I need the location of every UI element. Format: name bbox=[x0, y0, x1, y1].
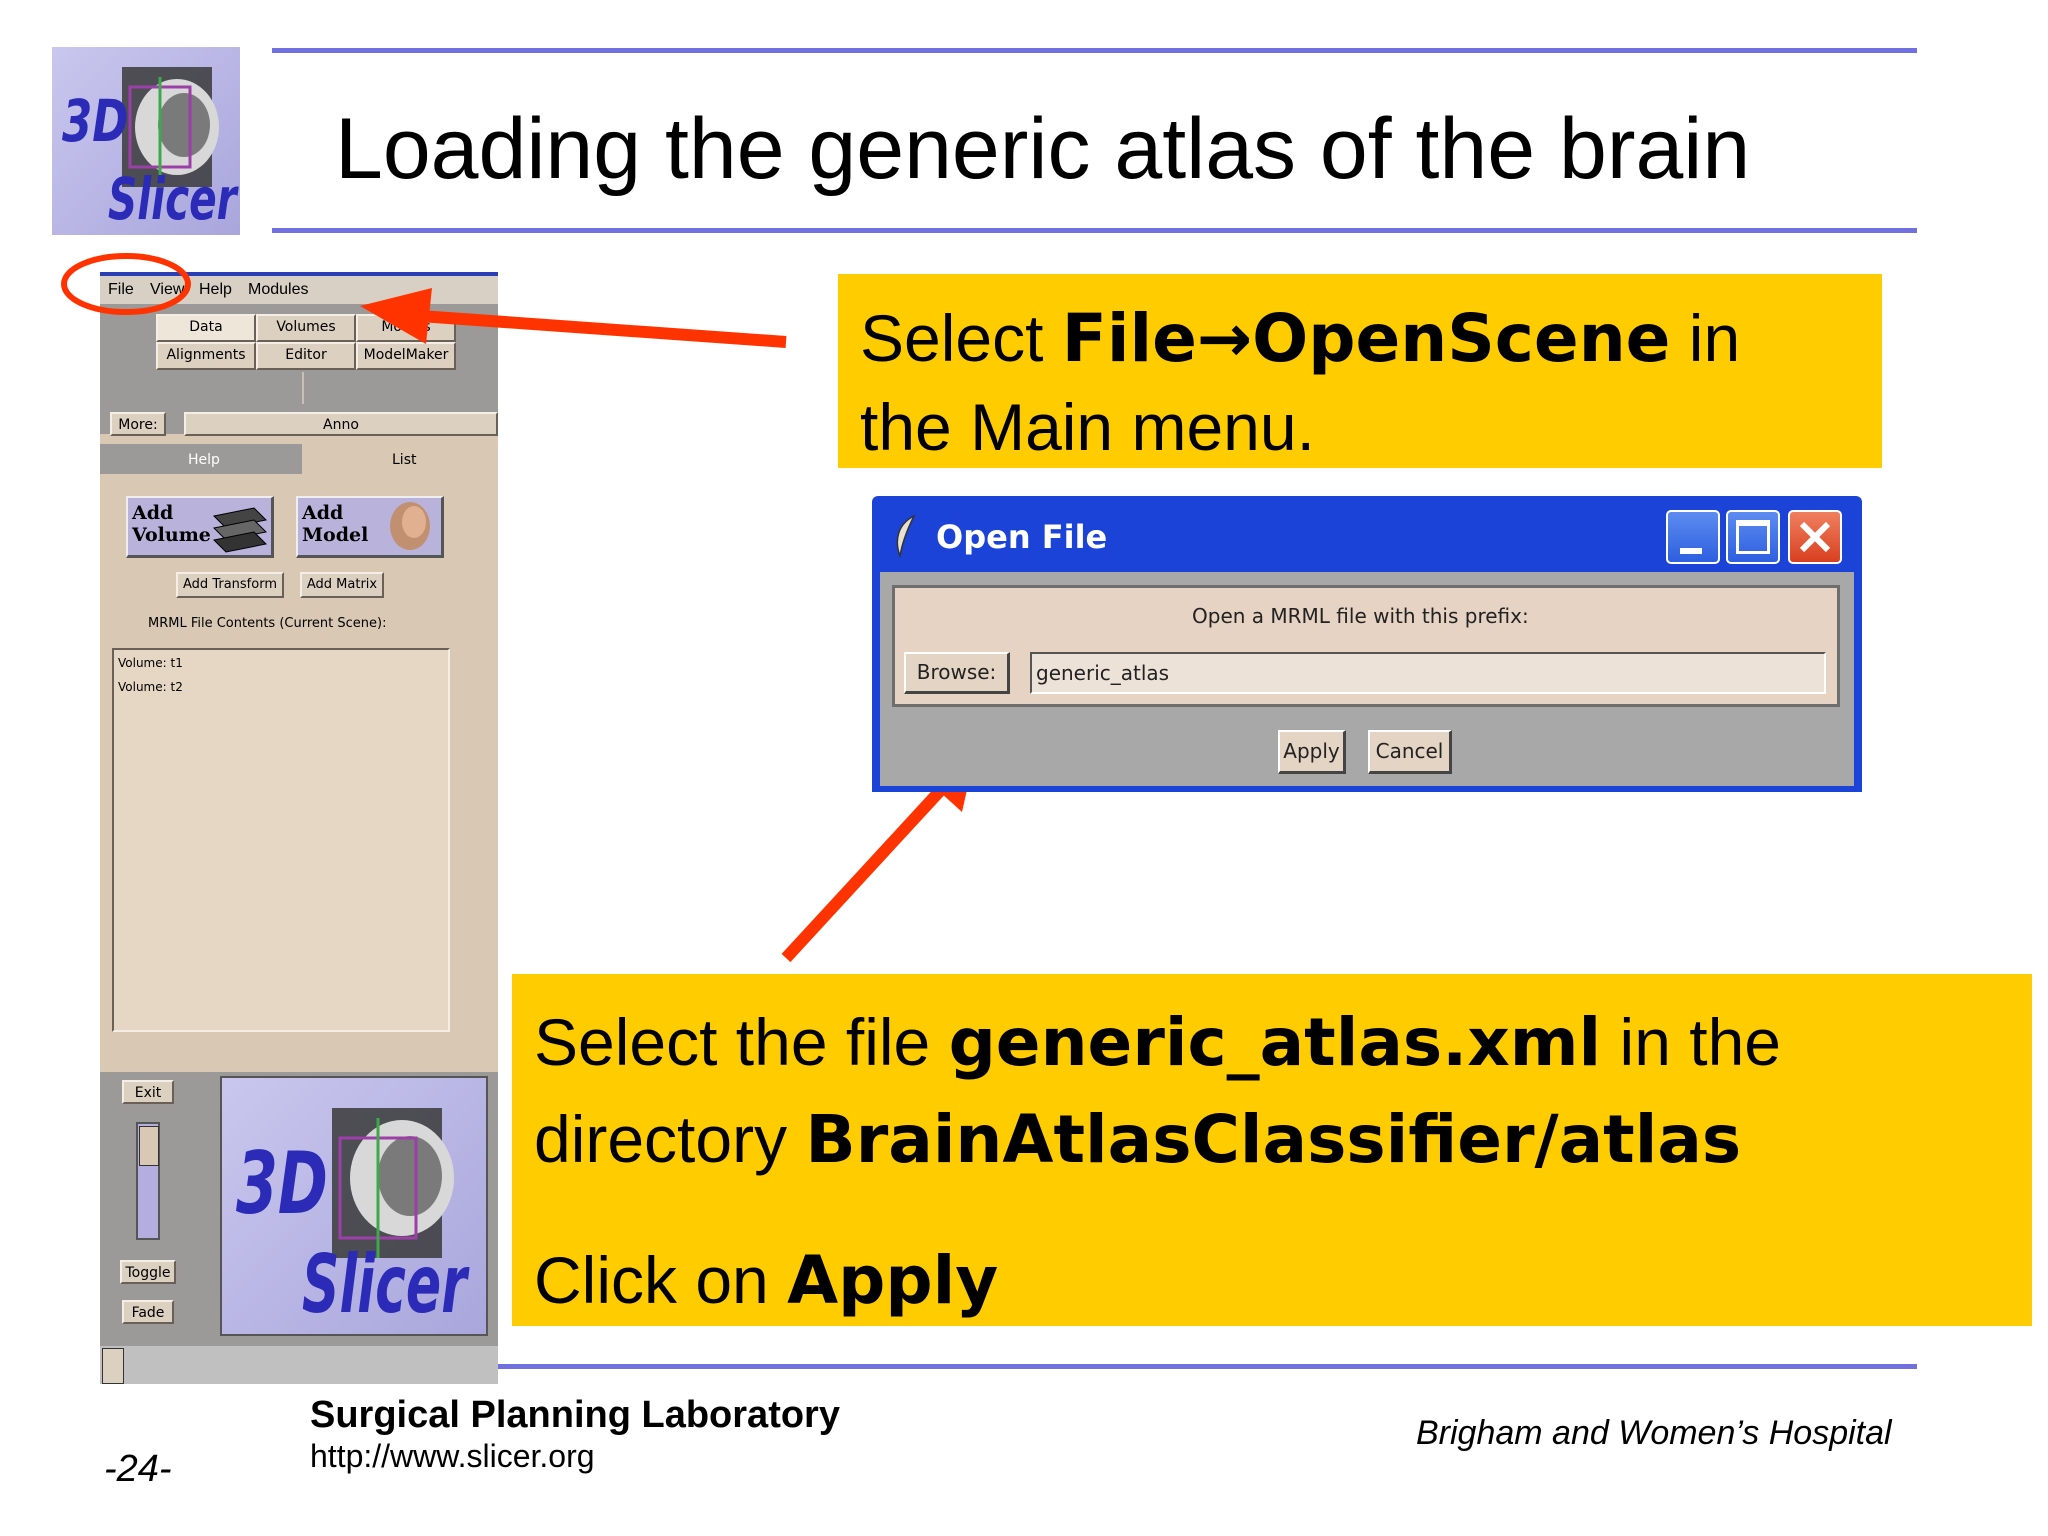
tab-volumes[interactable]: Volumes bbox=[256, 314, 356, 342]
head-model-icon bbox=[390, 502, 430, 550]
logo-3d-text: 3D bbox=[62, 87, 129, 155]
slicer-logo: 3D Slicer bbox=[52, 47, 240, 235]
viewer-logo: 3D Slicer bbox=[220, 1076, 488, 1336]
menu-help[interactable]: Help bbox=[199, 281, 232, 298]
minimize-icon[interactable] bbox=[1666, 510, 1720, 564]
file-menu-highlight-icon bbox=[61, 253, 191, 315]
list-item[interactable]: Volume: t2 bbox=[118, 680, 183, 694]
help-tab-bg bbox=[100, 444, 302, 474]
callout-bottom-bold3: Apply bbox=[787, 1242, 999, 1319]
brain-logo-icon bbox=[122, 67, 219, 187]
arrow-to-dialog-icon bbox=[781, 775, 955, 963]
dialog-title: Open File bbox=[936, 518, 1108, 556]
divider bbox=[302, 372, 304, 404]
cancel-button[interactable]: Cancel bbox=[1368, 730, 1452, 774]
add-transform-button[interactable]: Add Transform bbox=[176, 572, 284, 598]
callout-select-file: Select the file generic_atlas.xml in the… bbox=[512, 974, 2032, 1326]
footer-url[interactable]: http://www.slicer.org bbox=[310, 1438, 595, 1474]
menu-modules[interactable]: Modules bbox=[248, 281, 309, 298]
callout-bottom-bold2: BrainAtlasClassifier/atlas bbox=[805, 1101, 1742, 1178]
volume-stack-icon bbox=[212, 507, 268, 553]
footer-rule bbox=[498, 1364, 1917, 1369]
add-model-line2: Model bbox=[302, 524, 369, 546]
fade-button[interactable]: Fade bbox=[122, 1300, 174, 1324]
add-volume-line2: Volume bbox=[132, 524, 211, 546]
callout-top-text3: the Main menu. bbox=[860, 390, 1315, 464]
title-rule bbox=[272, 228, 1917, 233]
more-button[interactable]: More: bbox=[110, 412, 166, 436]
menu-view[interactable]: View bbox=[150, 281, 185, 298]
mrml-caption: MRML File Contents (Current Scene): bbox=[148, 616, 387, 631]
menu-file[interactable]: File bbox=[108, 281, 134, 298]
add-volume-button[interactable]: Add Volume bbox=[126, 496, 274, 558]
brain-slice-icon bbox=[332, 1108, 454, 1258]
arrow-head-icon bbox=[360, 288, 432, 344]
tab-modelmaker[interactable]: ModelMaker bbox=[356, 342, 456, 370]
callout-open-scene: Select File→OpenScene in the Main menu. bbox=[838, 274, 1882, 468]
slide-title: Loading the generic atlas of the brain bbox=[335, 101, 1751, 197]
close-icon[interactable] bbox=[1788, 510, 1842, 564]
slicer-main-panel: Data Volumes Models Alignments Editor Mo… bbox=[100, 272, 498, 1384]
callout-bottom-bold1: generic_atlas.xml bbox=[948, 1004, 1602, 1081]
status-strip bbox=[100, 1346, 498, 1384]
callout-top-bold1: File→OpenScene bbox=[1061, 300, 1671, 377]
add-volume-line1: Add bbox=[132, 502, 174, 524]
callout-bottom-text2: in the bbox=[1601, 1005, 1781, 1079]
page-number: -24- bbox=[104, 1448, 172, 1490]
add-model-button[interactable]: Add Model bbox=[296, 496, 444, 558]
toggle-button[interactable]: Toggle bbox=[120, 1260, 176, 1284]
panel-top-border bbox=[100, 272, 498, 276]
arrow-to-menu-icon bbox=[419, 310, 787, 348]
footer-hospital: Brigham and Women’s Hospital bbox=[1416, 1414, 1892, 1452]
callout-bottom-text1: Select the file bbox=[534, 1005, 949, 1079]
scroll-arrows-icon[interactable] bbox=[102, 1348, 124, 1384]
tab-data[interactable]: Data bbox=[156, 314, 256, 342]
feather-icon bbox=[896, 514, 916, 558]
tab-help[interactable]: Help bbox=[188, 452, 220, 468]
fade-slider[interactable] bbox=[136, 1122, 160, 1240]
maximize-icon[interactable] bbox=[1726, 510, 1780, 564]
callout-top-text2: in bbox=[1670, 301, 1741, 375]
exit-button[interactable]: Exit bbox=[122, 1080, 174, 1104]
browse-button[interactable]: Browse: bbox=[904, 652, 1010, 694]
tab-list[interactable]: List bbox=[392, 452, 417, 468]
mrml-list[interactable]: Volume: t1 Volume: t2 bbox=[112, 648, 450, 1032]
tab-alignments[interactable]: Alignments bbox=[156, 342, 256, 370]
list-item[interactable]: Volume: t1 bbox=[118, 656, 183, 670]
top-rule bbox=[272, 48, 1917, 53]
tab-editor[interactable]: Editor bbox=[256, 342, 356, 370]
viewer-logo-3d-text: 3D bbox=[236, 1134, 328, 1234]
logo-slicer-text: Slicer bbox=[108, 165, 237, 233]
file-prefix-input[interactable] bbox=[1030, 652, 1826, 694]
callout-top-text1: Select bbox=[860, 301, 1062, 375]
callout-bottom-text3: directory bbox=[534, 1102, 806, 1176]
viewer-logo-slicer-text: Slicer bbox=[302, 1238, 467, 1331]
slider-handle[interactable] bbox=[139, 1126, 159, 1166]
dialog-prompt: Open a MRML file with this prefix: bbox=[1192, 604, 1529, 628]
callout-bottom-text4: Click on bbox=[534, 1243, 788, 1317]
add-model-line1: Add bbox=[302, 502, 344, 524]
apply-button[interactable]: Apply bbox=[1278, 730, 1346, 774]
footer-lab: Surgical Planning Laboratory bbox=[310, 1394, 840, 1436]
add-matrix-button[interactable]: Add Matrix bbox=[300, 572, 384, 598]
more-anno-button[interactable]: Anno bbox=[184, 412, 498, 436]
